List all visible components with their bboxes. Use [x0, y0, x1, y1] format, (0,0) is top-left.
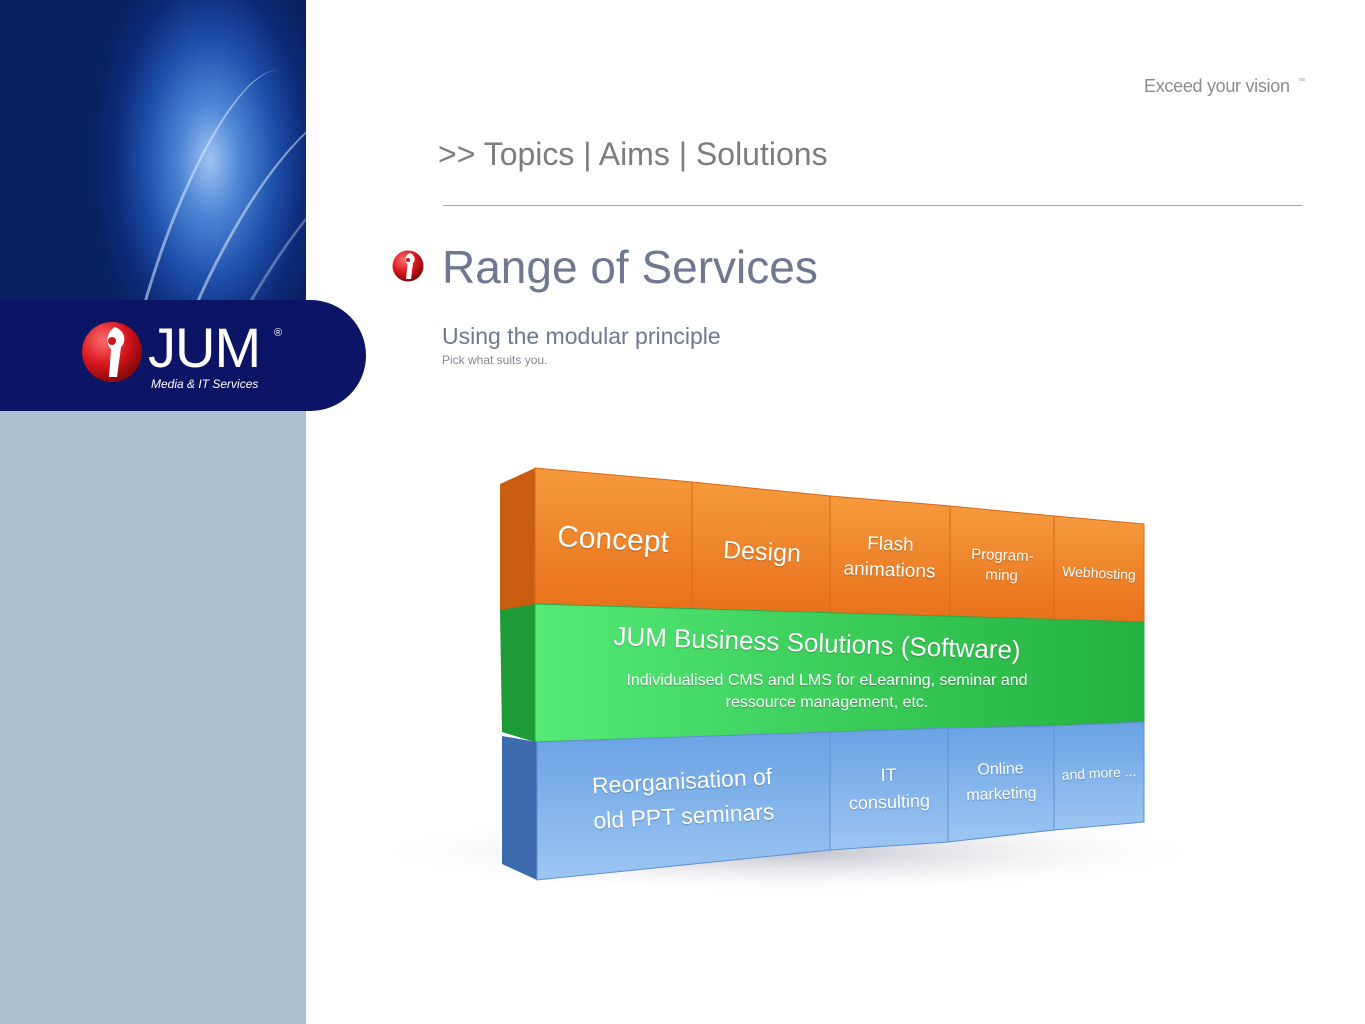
brand-name: JUM [148, 316, 261, 379]
module-programming-line2: ming [985, 566, 1019, 585]
sidebar-header-art [0, 0, 306, 300]
jum-logo-icon [82, 322, 142, 382]
sidebar-panel [0, 410, 306, 1024]
module-and-more [1053, 721, 1145, 831]
module-programming-label: Program- ming [951, 544, 1052, 588]
jum-bullet-icon [392, 250, 424, 282]
module-business-desc-line2: ressource management, etc. [725, 694, 929, 712]
module-online-line1: Online [977, 760, 1024, 779]
modules-svg [360, 467, 1220, 897]
middle-side [500, 604, 535, 742]
module-it-line2: consulting [848, 790, 931, 814]
module-flash-line1: Flash [866, 533, 915, 556]
module-design-label: Design [722, 535, 802, 569]
tagline: Exceed your vision [1144, 76, 1290, 96]
logo-band [0, 300, 366, 411]
breadcrumb-nav[interactable]: >> Topics | Aims | Solutions [438, 136, 828, 172]
brand-subtitle: Media & IT Services [151, 377, 259, 391]
module-reorganisation-label: Reorganisation of old PPT seminars [556, 758, 809, 840]
service-modules-graphic: Concept Design Flash animations Program-… [330, 460, 1230, 910]
module-flash-label: Flash animations [831, 530, 949, 585]
module-online-line2: marketing [966, 784, 1037, 805]
page-title: Range of Services [442, 241, 818, 293]
module-online-marketing-label: Online marketing [949, 756, 1053, 809]
module-it-consulting-label: IT consulting [833, 760, 945, 818]
header-divider [443, 205, 1302, 206]
module-concept-label: Concept [556, 520, 670, 559]
registered-mark: ® [274, 327, 283, 339]
module-business-desc-line1: Individualised CMS and LMS for eLearning… [626, 672, 1028, 689]
module-it-line1: IT [880, 764, 897, 786]
trademark-mark: ™ [1298, 78, 1305, 85]
page-caption: Pick what suits you. [442, 353, 548, 367]
bottom-row-side [502, 736, 537, 880]
module-business-description: Individualised CMS and LMS for eLearning… [592, 670, 1062, 715]
page-subtitle: Using the modular principle [442, 323, 721, 349]
module-flash-line2: animations [843, 558, 936, 583]
top-row-side [500, 468, 535, 610]
